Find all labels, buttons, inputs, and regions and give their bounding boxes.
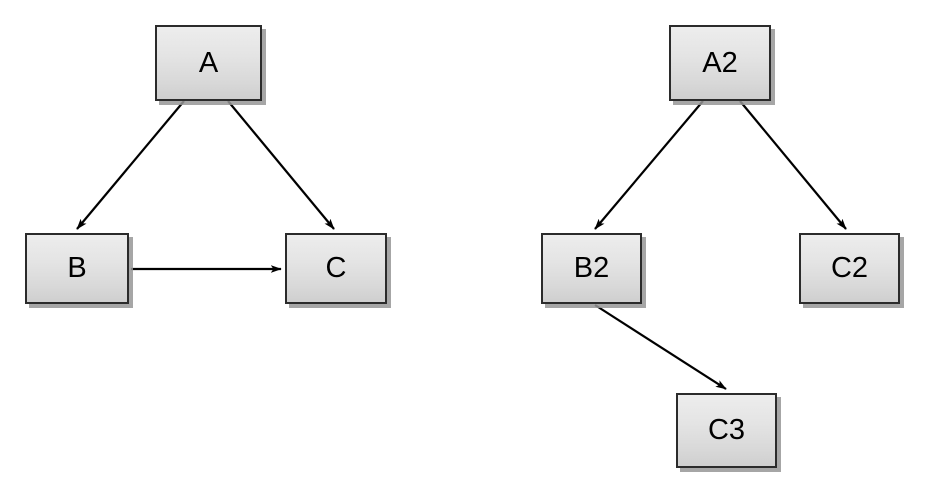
- node-a2-label: A2: [702, 46, 738, 79]
- edge-a2-to-c2: [739, 100, 847, 230]
- node-b2[interactable]: B2: [541, 233, 642, 304]
- node-b-label: B: [67, 252, 87, 284]
- edge-a-to-c: [227, 100, 335, 230]
- node-c3[interactable]: C3: [676, 393, 777, 468]
- node-c2-label: C2: [830, 252, 869, 284]
- edge-a-to-b: [76, 100, 185, 230]
- edge-b2-to-c3: [594, 304, 727, 390]
- node-a[interactable]: A: [155, 25, 262, 101]
- node-a-label: A: [198, 46, 219, 79]
- edge-a2-to-b2: [594, 100, 704, 230]
- node-b[interactable]: B: [25, 233, 129, 304]
- node-c[interactable]: C: [285, 233, 387, 304]
- node-b2-label: B2: [573, 252, 610, 284]
- node-c-label: C: [325, 252, 347, 284]
- node-a2[interactable]: A2: [669, 25, 771, 101]
- node-c3-label: C3: [707, 414, 746, 446]
- node-c2[interactable]: C2: [799, 233, 900, 304]
